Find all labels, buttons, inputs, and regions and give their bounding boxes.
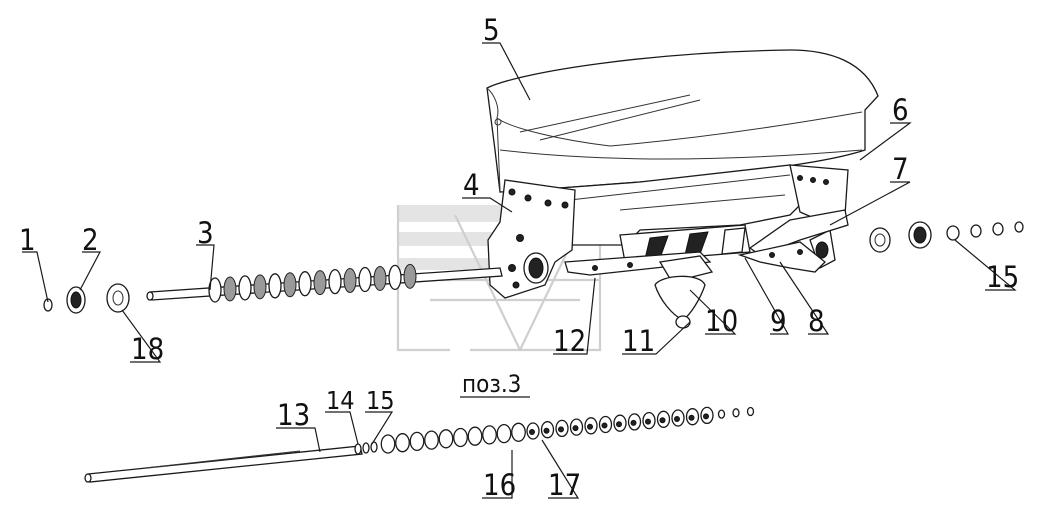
bottom-segment-hole — [587, 423, 593, 430]
bottom-segment-hole — [674, 416, 680, 422]
auger-shaft-part — [146, 263, 503, 303]
bottom-segment — [438, 429, 454, 449]
auger-flight — [388, 264, 402, 291]
callout-16: 16 — [483, 468, 516, 502]
callout-10: 10 — [705, 304, 738, 338]
arm-lever-part — [737, 209, 849, 273]
callout-3: 3 — [197, 216, 214, 250]
bottom-segment — [453, 427, 468, 448]
bottom-segment-hole — [616, 421, 622, 428]
callout-8: 8 — [808, 304, 825, 338]
bottom-segment — [496, 423, 512, 444]
bottom-segment-hole — [630, 419, 637, 426]
bottom-segment-hole — [659, 417, 666, 424]
auger-flight — [403, 263, 417, 289]
bottom-segment — [732, 408, 740, 418]
callout-7: 7 — [892, 152, 909, 186]
auger-flight — [343, 268, 357, 294]
bottom-segment-hole — [645, 418, 651, 425]
callout-14: 14 — [326, 386, 355, 415]
bottom-segment — [395, 433, 410, 453]
auger-flight — [268, 273, 282, 299]
callout-4: 4 — [463, 168, 480, 202]
right-bearing-set — [869, 221, 1024, 253]
left-bracket-part — [487, 179, 576, 299]
bottom-segment-hole — [601, 422, 608, 429]
bottom-segment — [746, 406, 755, 417]
callout-5: 5 — [483, 13, 500, 47]
auger-flight — [313, 270, 327, 296]
callout-11: 11 — [622, 324, 655, 358]
callout-13: 13 — [277, 398, 310, 432]
auger-flight — [253, 274, 267, 300]
auger-flight — [208, 277, 222, 303]
paddle-rotor-part — [619, 224, 751, 263]
bottom-segment-hole — [572, 425, 579, 432]
callout-labels: 1 2 3 4 5 6 7 8 9 10 11 12 13 14 15 15 1… — [19, 13, 1019, 502]
bottom-segment-hole — [558, 426, 564, 433]
position-caption: поз.3 — [462, 370, 521, 398]
auger-flight — [223, 276, 237, 302]
callout-9: 9 — [770, 304, 787, 338]
bottom-segment — [380, 434, 396, 454]
callout-18: 18 — [131, 332, 164, 366]
bottom-segment-hole — [688, 414, 695, 421]
lower-plate-part — [564, 251, 712, 276]
bottom-segment — [467, 426, 483, 446]
callout-12: 12 — [553, 324, 586, 358]
auger-flight — [238, 275, 252, 301]
bottom-segment — [409, 431, 425, 452]
callout-17: 17 — [548, 468, 581, 502]
discharge-flap-part — [654, 255, 714, 329]
left-bearing-set — [43, 283, 130, 314]
bottom-segment-hole — [543, 427, 550, 434]
bottom-segment — [482, 425, 497, 445]
bottom-segment — [717, 409, 726, 419]
auger-flight — [373, 265, 387, 291]
auger-flight — [358, 266, 372, 293]
bottom-shaft-part — [84, 406, 755, 483]
auger-flight — [283, 272, 297, 298]
bottom-segment-hole — [703, 413, 709, 420]
callout-15-bottom: 15 — [366, 386, 395, 415]
leader-lines — [22, 42, 1017, 499]
bottom-segment — [424, 430, 439, 450]
auger-flight — [298, 271, 312, 297]
callout-15-right: 15 — [986, 260, 1019, 294]
auger-flight — [328, 268, 342, 295]
callout-1: 1 — [19, 223, 36, 257]
callout-2: 2 — [82, 223, 99, 257]
callout-6: 6 — [892, 93, 909, 127]
bottom-segment — [511, 422, 526, 442]
bottom-segment-hole — [529, 429, 535, 435]
